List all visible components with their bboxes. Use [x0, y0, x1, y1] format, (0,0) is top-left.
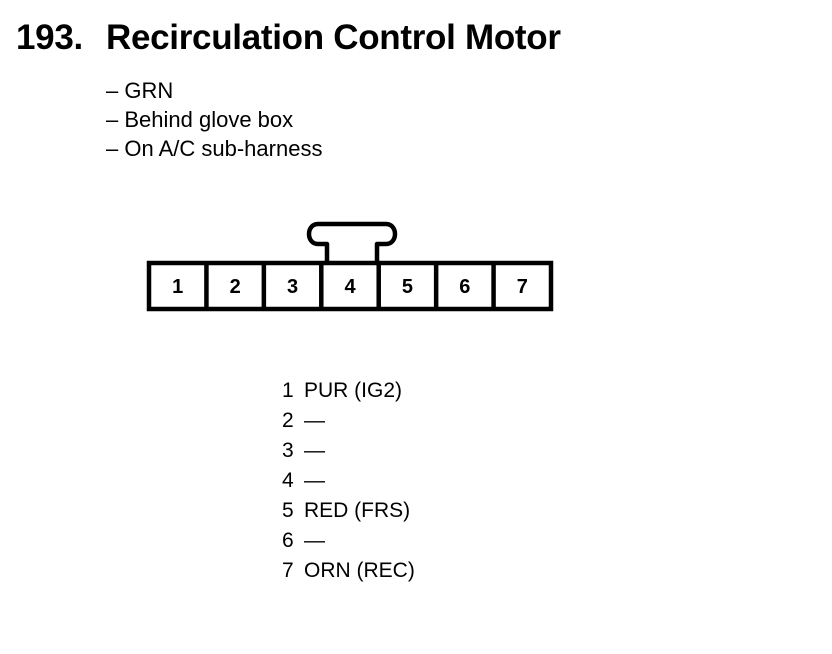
- connector-lock-tab: [306, 221, 398, 262]
- component-name: Recirculation Control Motor: [106, 18, 561, 57]
- pinout-row: 1 PUR (IG2): [282, 376, 415, 406]
- pin-wire: PUR (IG2): [304, 379, 403, 402]
- pin-wire: —: [304, 409, 325, 432]
- pinout-row: 6—: [282, 526, 415, 556]
- pin-number: 4: [282, 469, 294, 492]
- pin-number: 5: [282, 499, 294, 522]
- pinout-row: 7 ORN (REC): [282, 556, 415, 586]
- pinout-row: 3—: [282, 436, 415, 466]
- pin-label-1: 1: [172, 276, 183, 298]
- pin-label-3: 3: [287, 276, 298, 298]
- pin-wire: RED (FRS): [304, 499, 411, 522]
- pin-number: 1: [282, 379, 294, 402]
- pin-wire: —: [304, 439, 325, 462]
- page-title: 193. Recirculation Control Motor: [16, 18, 561, 58]
- pin-label-6: 6: [459, 276, 470, 298]
- pin-number: 7: [282, 559, 294, 582]
- pin-number: 3: [282, 439, 294, 462]
- note-location: – Behind glove box: [106, 107, 294, 132]
- connector-notes: – GRN – Behind glove box – On A/C sub-ha…: [106, 76, 322, 163]
- component-number: 193.: [16, 18, 83, 57]
- note-color: – GRN: [106, 78, 174, 103]
- pin-number: 2: [282, 409, 294, 432]
- pin-number: 6: [282, 529, 294, 552]
- pin-label-5: 5: [402, 276, 413, 298]
- pin-label-2: 2: [230, 276, 241, 298]
- pinout-row: 5 RED (FRS): [282, 496, 415, 526]
- pin-labels: 1 2 3 4 5 6 7: [172, 276, 528, 298]
- connector-body: [146, 260, 554, 312]
- note-harness: – On A/C sub-harness: [106, 136, 323, 161]
- pin-wire: —: [304, 469, 325, 492]
- pin-label-7: 7: [517, 276, 528, 298]
- pinout-row: 4—: [282, 466, 415, 496]
- pin-dividers: [204, 263, 496, 309]
- pin-wire: ORN (REC): [304, 559, 415, 582]
- pin-wire: —: [304, 529, 325, 552]
- pin-label-4: 4: [344, 276, 356, 298]
- pinout-row: 2—: [282, 406, 415, 436]
